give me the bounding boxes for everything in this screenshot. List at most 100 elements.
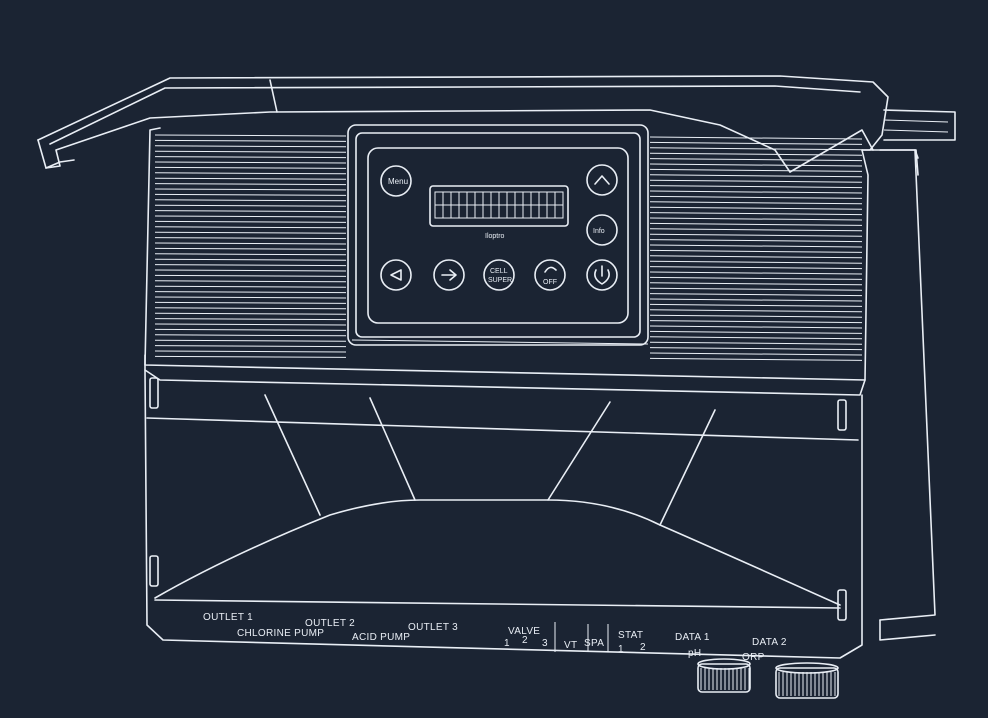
vt-label: VT (564, 640, 577, 651)
rib-line (649, 190, 863, 194)
svg-text:CELL: CELL (490, 268, 508, 275)
outlet2-label: OUTLET 2 (305, 618, 355, 629)
stat-label: STAT (618, 630, 643, 641)
rib-line (649, 303, 863, 307)
rib-line (154, 253, 347, 256)
rib-line (154, 145, 347, 148)
spa-label: SPA (584, 638, 604, 649)
rib-line (649, 330, 863, 334)
rib-line (154, 220, 347, 223)
rib-line (649, 255, 863, 259)
enter-arrow-icon (441, 269, 457, 281)
cell-super-button[interactable]: CELL SUPER (483, 259, 515, 291)
rib-line (154, 296, 347, 299)
power-icon (594, 265, 610, 285)
rib-line (649, 206, 863, 210)
rib-line (649, 201, 863, 205)
rib-line (154, 134, 347, 137)
rib-line (154, 334, 347, 337)
rib-line (649, 347, 863, 351)
rib-line (154, 139, 347, 142)
rib-line (649, 195, 863, 199)
stat-2-label: 2 (640, 642, 646, 653)
info-button[interactable]: Info (586, 214, 618, 246)
rib-line (154, 231, 347, 234)
rib-line (154, 280, 347, 283)
outlet3-label: OUTLET 3 (408, 622, 458, 633)
rib-line (154, 166, 347, 169)
rib-line (649, 174, 863, 178)
ph-connector[interactable] (697, 658, 751, 693)
rib-line (154, 285, 347, 288)
rib-line (154, 269, 347, 272)
rib-line (649, 341, 863, 345)
rib-line (154, 193, 347, 196)
rib-line (154, 188, 347, 191)
chevron-up-icon (594, 175, 610, 185)
rib-line (154, 323, 347, 326)
ribbed-body (144, 127, 869, 381)
rib-line (649, 168, 863, 172)
rib-line (649, 141, 863, 145)
rib-line (154, 215, 347, 218)
keypad: Menu Info CELL SUPER OFF (380, 164, 618, 291)
rib-line (154, 210, 347, 213)
rib-line (649, 244, 863, 248)
rib-line (154, 161, 347, 164)
rib-line (154, 177, 347, 180)
rib-line (154, 345, 347, 348)
rib-line (154, 301, 347, 304)
rib-line (154, 355, 347, 358)
rib-line (649, 298, 863, 302)
rib-line (649, 287, 863, 291)
rib-line (649, 179, 863, 183)
valve-label: VALVE (508, 626, 540, 637)
up-button[interactable] (586, 164, 618, 196)
rib-line (649, 228, 863, 232)
rib-line (649, 239, 863, 243)
left-button[interactable] (380, 259, 412, 291)
rib-line (154, 242, 347, 245)
rib-line (154, 274, 347, 277)
rib-line (649, 249, 863, 253)
enter-button[interactable] (433, 259, 465, 291)
rib-line (154, 350, 347, 353)
menu-button[interactable]: Menu (380, 165, 412, 197)
rib-line (649, 163, 863, 167)
rib-line (154, 183, 347, 186)
data2-label: DATA 2 (752, 637, 787, 648)
rib-line (154, 226, 347, 229)
side-housing (879, 149, 936, 641)
svg-text:SUPER: SUPER (488, 277, 512, 284)
rib-line (154, 247, 347, 250)
rib-line (649, 314, 863, 318)
rib-line (649, 222, 863, 226)
rib-line (649, 271, 863, 275)
power-button[interactable] (586, 259, 618, 291)
rib-line (649, 276, 863, 280)
rib-line (154, 307, 347, 310)
lcd-frame (429, 185, 569, 227)
sensor-connectors (697, 658, 839, 699)
rib-line (154, 318, 347, 321)
rib-line (649, 147, 863, 151)
front-panel (144, 354, 866, 659)
orp-connector[interactable] (775, 662, 839, 699)
chlorine-pump-label: CHLORINE PUMP (237, 628, 324, 639)
back-button[interactable]: OFF (534, 259, 566, 291)
acid-pump-label: ACID PUMP (352, 632, 410, 643)
rib-line (649, 320, 863, 324)
svg-text:Menu: Menu (388, 177, 408, 186)
rib-line (649, 233, 863, 237)
rib-line (154, 204, 347, 207)
rib-line (649, 293, 863, 297)
rib-line (154, 258, 347, 261)
valve-1-label: 1 (504, 638, 510, 649)
rib-line (649, 158, 863, 162)
rib-line (649, 357, 863, 361)
rib-line (649, 212, 863, 216)
rib-line (649, 217, 863, 221)
rib-line (154, 264, 347, 267)
